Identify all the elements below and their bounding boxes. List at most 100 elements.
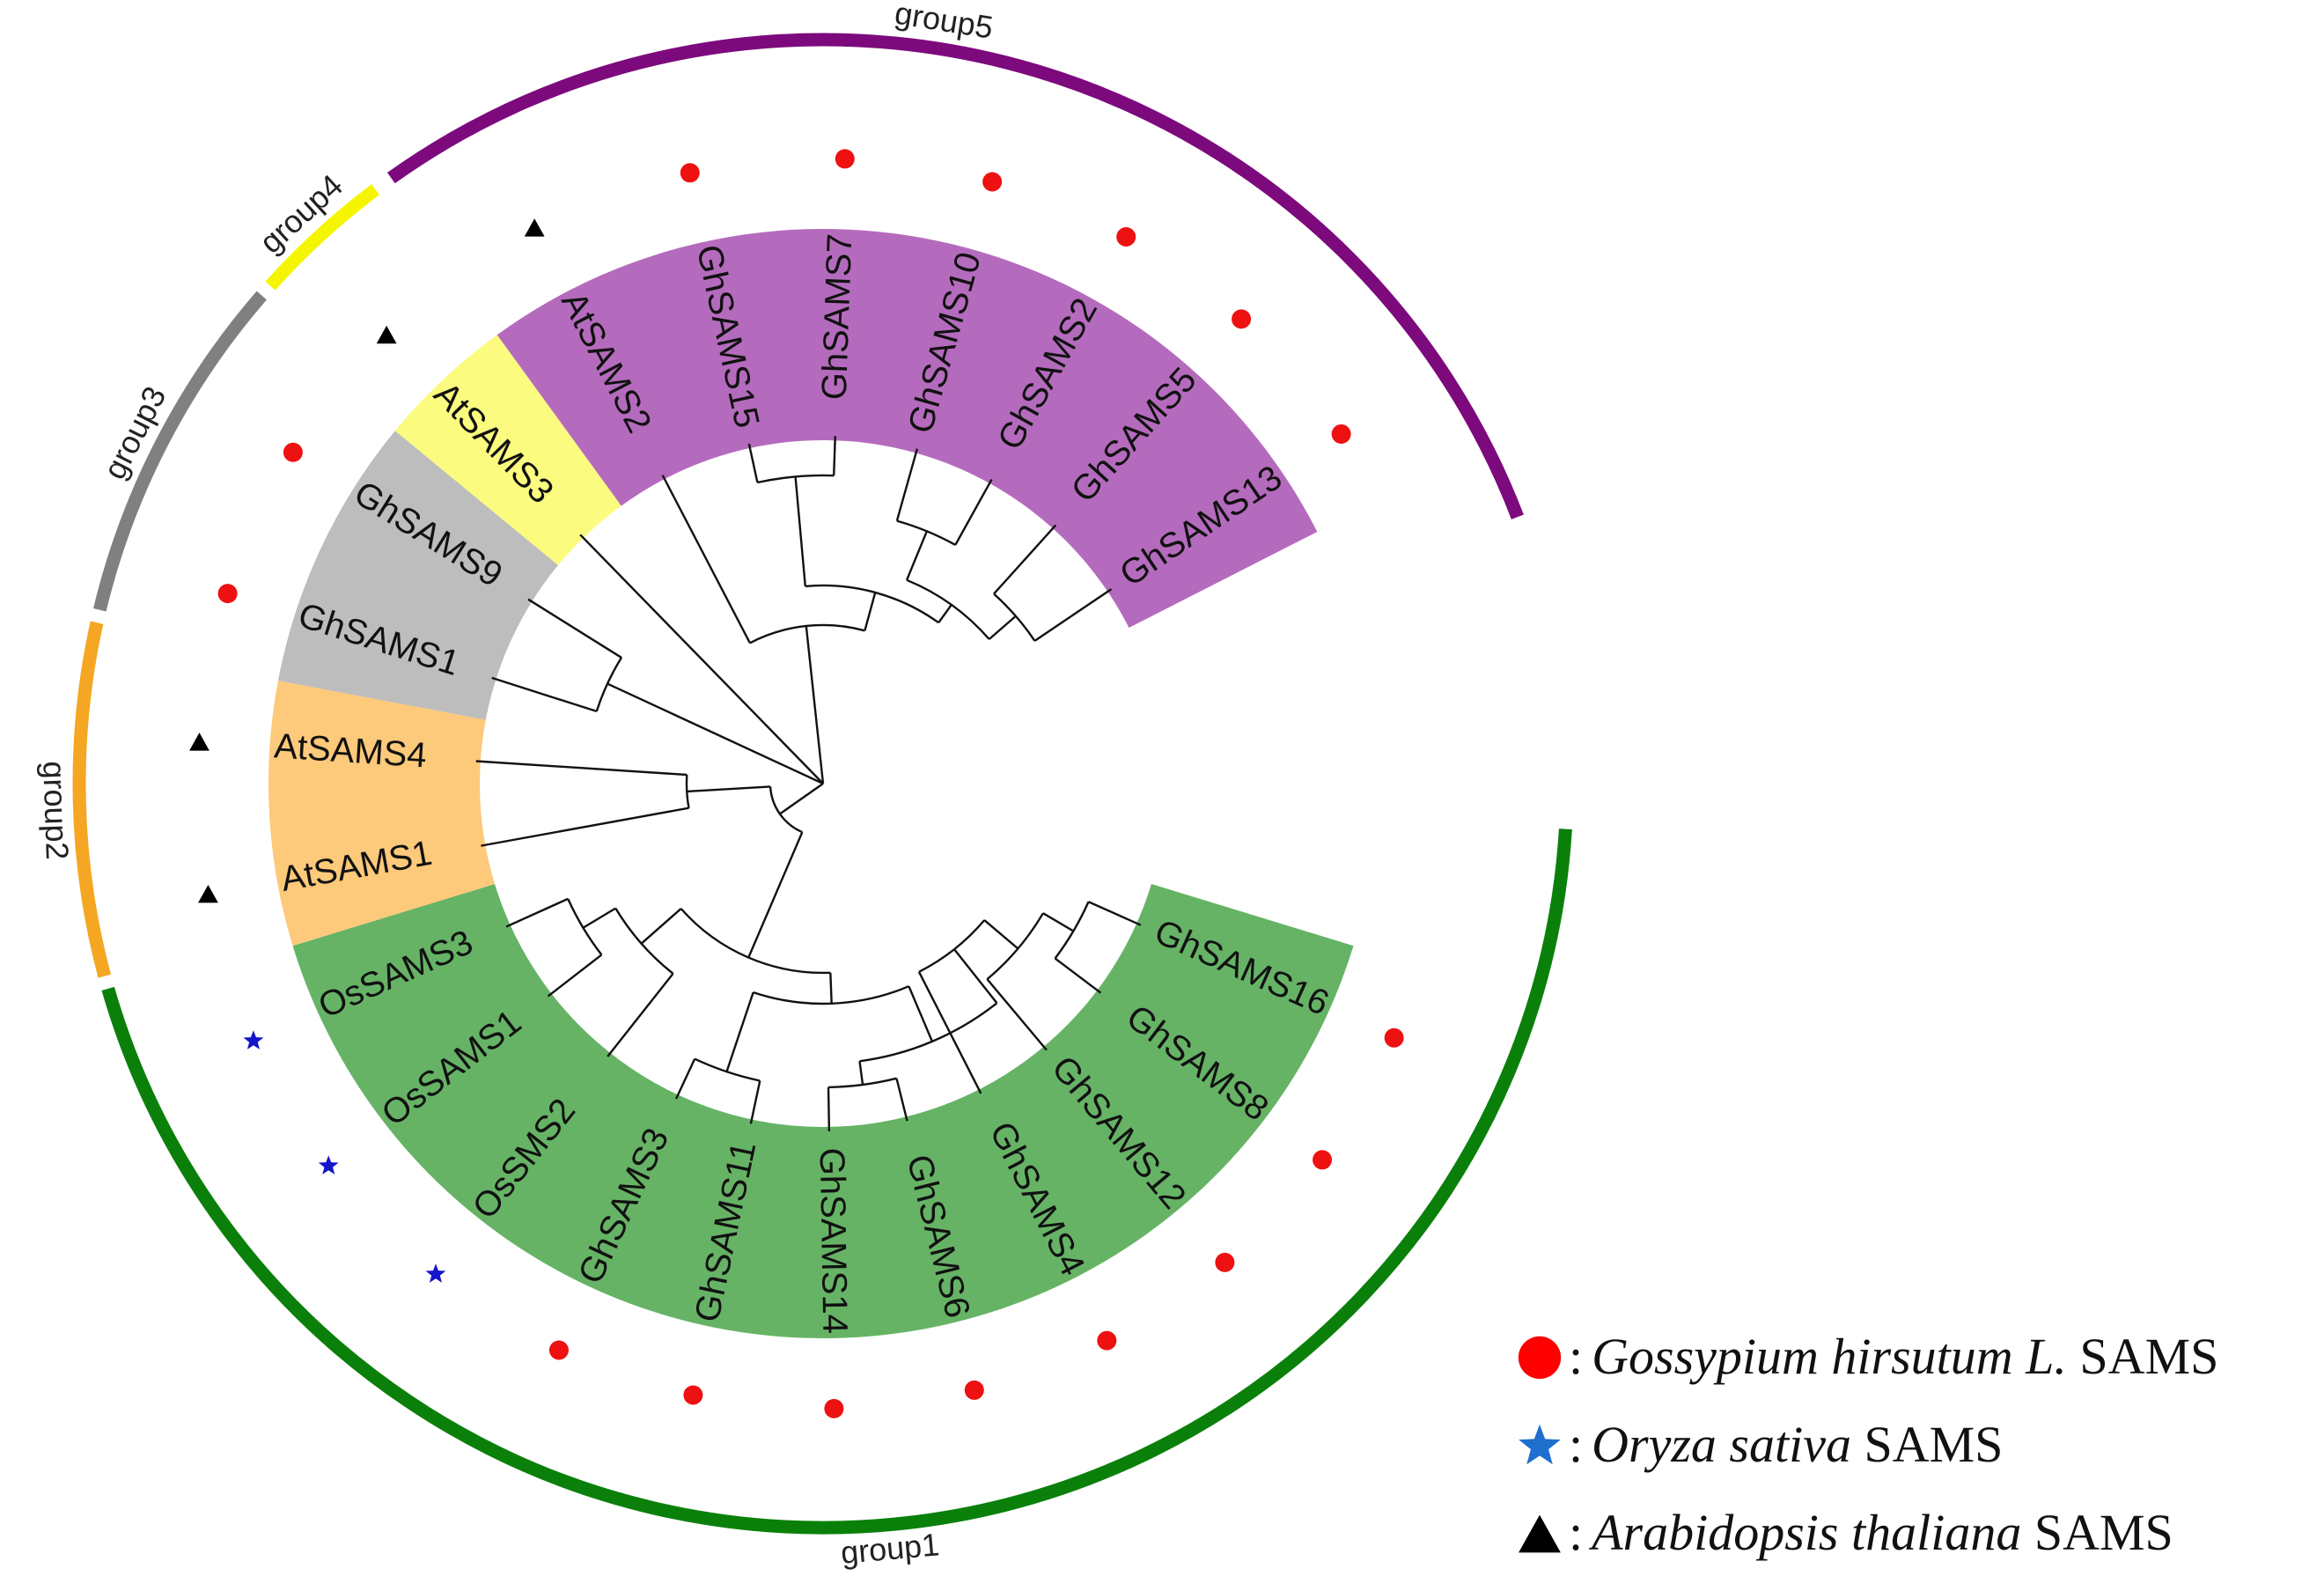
arc-group3 (93, 291, 267, 612)
branch-n18 (938, 604, 952, 623)
branch-arc-n14 (595, 657, 623, 712)
marker-circle-ghsams5 (1232, 309, 1252, 329)
marker-star-ossams3 (243, 1030, 264, 1049)
marker-circle-ghsams11 (683, 1385, 703, 1405)
legend-species: Gossypium hirsutum L. (1592, 1327, 2067, 1385)
branch-ghsams12 (986, 978, 1048, 1051)
branch-n1 (779, 783, 824, 815)
arc-group5 (386, 33, 1524, 519)
legend-row-circle: :Gossypium hirsutum L. SAMS (1514, 1312, 2324, 1400)
branch-arc-n11 (918, 919, 986, 973)
branch-arc-n20 (993, 593, 1036, 642)
branch-n14 (607, 682, 824, 785)
marker-circle-ghsams7 (835, 149, 855, 169)
sector-group5 (496, 229, 1318, 628)
species-markers (189, 149, 1404, 1418)
legend-colon: : (1569, 1415, 1584, 1473)
marker-triangle-atsams4 (189, 733, 210, 751)
branch-arc-n15 (749, 623, 865, 644)
branch-n21 (1033, 615, 1072, 642)
sector-group1 (292, 884, 1354, 1339)
group-label-group1: group1 (839, 1526, 940, 1571)
branch-ossams3 (505, 897, 569, 928)
branch-n17 (794, 476, 806, 587)
branch-ghsams10 (895, 448, 919, 521)
legend-row-triangle: :Arabidopsis thaliana SAMS (1514, 1488, 2324, 1576)
marker-circle-ghsams9 (283, 442, 303, 462)
marker-star-ossms2 (425, 1263, 446, 1283)
branch-n8 (725, 991, 754, 1072)
sector-group3 (277, 431, 559, 720)
branch-n6 (582, 907, 616, 929)
marker-circle-ghsams1 (217, 584, 238, 604)
branch-n7 (829, 972, 833, 1004)
sector-group2 (268, 681, 496, 946)
branch-arc-n9 (859, 1002, 998, 1063)
branch-atsams2 (661, 475, 751, 644)
branch-arc-n16 (805, 584, 939, 624)
marker-triangle-atsams1 (198, 884, 218, 903)
leaf-label-ghsams14: GhSAMS14 (813, 1147, 855, 1334)
blue-star-icon (1519, 1424, 1561, 1465)
marker-star-ossams1 (318, 1155, 339, 1175)
branch-n15 (805, 625, 825, 784)
branch-ghsams6 (895, 1078, 908, 1122)
leaf-label-ghsams7: GhSAMS7 (815, 233, 860, 401)
branch-ghsams15 (747, 443, 759, 483)
branch-arc-n7 (753, 985, 909, 1005)
sector-group4 (394, 335, 621, 565)
branch-ghsams2 (954, 478, 993, 546)
branch-ghsams13 (1070, 588, 1113, 617)
branch-n9 (908, 985, 934, 1042)
branch-ghsams8 (1054, 957, 1102, 994)
branch-arc-n18 (906, 578, 990, 640)
branch-atsams3 (579, 534, 824, 784)
legend-species: Arabidopsis thaliana (1592, 1503, 2022, 1561)
branch-ghsams1 (491, 676, 598, 713)
black-triangle-icon (1519, 1514, 1561, 1553)
branch-ossams1 (547, 954, 603, 998)
legend-suffix: SAMS (2021, 1503, 2173, 1561)
red-circle-icon (1518, 1336, 1562, 1380)
legend-suffix: SAMS (2066, 1327, 2219, 1385)
branch-atsams1 (481, 806, 689, 847)
marker-circle-ghsams4 (1097, 1330, 1117, 1351)
branch-ghsams4 (917, 971, 982, 1094)
marker-triangle-atsams2 (524, 218, 545, 237)
legend-colon: : (1569, 1503, 1584, 1561)
marker-circle-ghsams14 (824, 1398, 844, 1418)
branch-n10 (858, 1061, 864, 1086)
branch-arc-n4 (680, 908, 831, 975)
branch-n19 (905, 530, 928, 581)
marker-circle-ghsams13 (1331, 423, 1351, 444)
branch-ossms2 (607, 973, 674, 1057)
marker-circle-ghsams16 (1384, 1027, 1404, 1048)
branch-arc-n1 (769, 786, 803, 834)
marker-circle-ghsams10 (982, 172, 1003, 192)
marker-circle-ghsams15 (680, 163, 700, 183)
group-sectors (268, 229, 1354, 1339)
branch-arc-n17 (757, 474, 835, 484)
legend-colon: : (1569, 1327, 1584, 1385)
species-legend: :Gossypium hirsutum L. SAMS:Oryza sativa… (1514, 1312, 2324, 1576)
branch-arc-n13 (1054, 901, 1090, 960)
branch-n4 (747, 880, 783, 959)
branch-arc-n10 (827, 1077, 897, 1089)
branch-n16 (864, 592, 877, 631)
branch-arc-n5 (614, 907, 674, 975)
branch-arc-n8 (694, 1057, 761, 1082)
branch-ghsams7 (833, 436, 836, 476)
branch-n12 (983, 919, 1019, 950)
legend-suffix: SAMS (1850, 1415, 2004, 1473)
branch-ghsams5 (993, 524, 1057, 595)
arc-group1 (101, 829, 1572, 1535)
branch-ghsams14 (827, 1086, 831, 1131)
branch-n13 (1042, 912, 1074, 932)
branch-n3 (780, 831, 804, 881)
branch-n11 (953, 948, 998, 1005)
branch-arc-n12 (986, 912, 1044, 981)
branch-n5 (640, 908, 682, 945)
marker-circle-ghsams6 (964, 1380, 984, 1400)
